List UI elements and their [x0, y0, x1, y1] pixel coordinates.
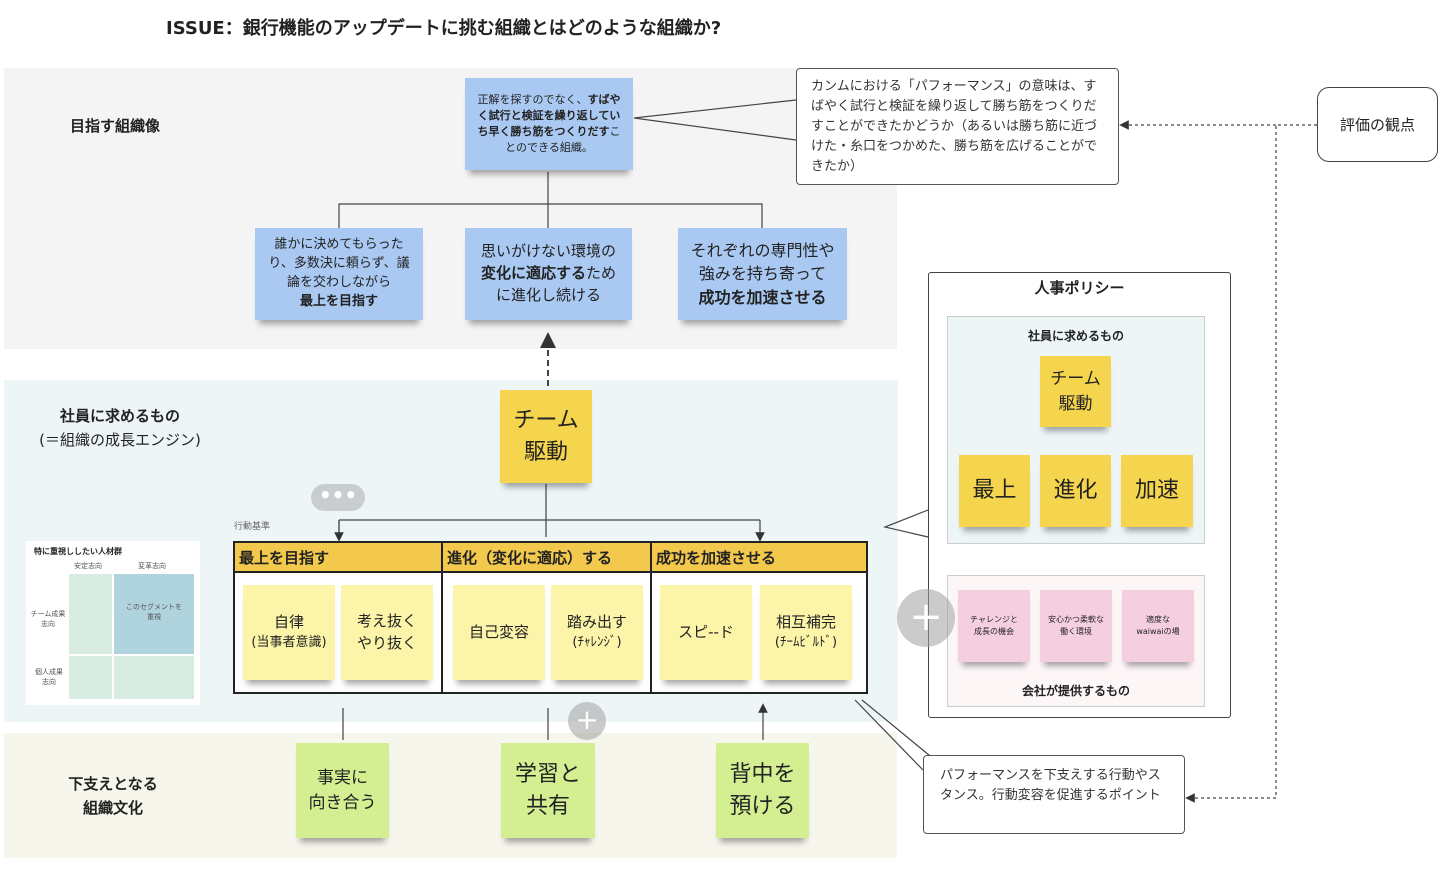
matrix-cell — [69, 574, 112, 654]
vision-post: ことのできる組織。 — [505, 125, 621, 154]
behavior-note[interactable]: 自律 (当事者意識) — [243, 585, 335, 680]
matrix-card: 特に重視ししたい人材群 安定志向 変革志向 チーム成果志向 個人成果志向 このセ… — [26, 541, 200, 705]
goal-2-pre: 思いがけない環境の — [480, 242, 616, 261]
goal-2-post: ために進化し続ける — [495, 264, 617, 304]
engine-label: 社員に求めるもの (＝組織の成長エンジン) — [20, 404, 220, 452]
behavior-arrows — [338, 484, 760, 537]
column-header-2: 進化（変化に適応）する — [443, 543, 652, 573]
culture-label-2: 組織文化 — [82, 799, 143, 817]
culture-label: 下支えとなる 組織文化 — [48, 772, 178, 820]
value-sticky[interactable]: 進化 — [1040, 455, 1111, 527]
offer-l2: 働く環境 — [1060, 627, 1092, 636]
offer-sticky[interactable]: 安心かつ柔軟な働く環境 — [1040, 590, 1112, 662]
goal-1-bold: 最上を目指す — [299, 293, 378, 309]
note-l2: (当事者意識) — [251, 634, 327, 650]
culture-l2: 共有 — [525, 793, 570, 819]
add-button[interactable]: + — [897, 589, 955, 647]
note-l1: 考え抜く — [356, 611, 417, 630]
column-header-3: 成功を加速させる — [656, 549, 777, 567]
behavior-note[interactable]: 考え抜くやり抜く — [341, 585, 433, 680]
behavior-note[interactable]: 踏み出す (ﾁｬﾚﾝｼﾞ) — [551, 585, 643, 680]
matrix-col-1: 安定志向 — [74, 562, 102, 570]
note-l1: 相互補完 — [775, 613, 836, 632]
engine-label-1: 社員に求めるもの — [59, 407, 180, 425]
team-l1: チーム — [513, 407, 579, 433]
culture-sticky-2[interactable]: 学習と共有 — [501, 743, 595, 838]
value-sticky[interactable]: 最上 — [959, 455, 1030, 527]
table-header — [235, 543, 866, 573]
note-l2: やり抜く — [356, 633, 417, 652]
value-sticky[interactable]: 加速 — [1121, 455, 1193, 527]
column-divider — [441, 573, 443, 692]
culture-callout: パフォーマンスを下支えする行動やスタンス。行動変容を促進するポイント — [923, 755, 1185, 834]
team-sticky[interactable]: チーム駆動 — [500, 390, 592, 483]
culture-callout-pointer — [854, 699, 936, 771]
evaluation-dashed-line — [1185, 124, 1317, 803]
employee-title: 社員に求めるもの — [1027, 329, 1124, 343]
culture-l1: 背中を — [729, 761, 796, 787]
page-title: ISSUE：銀行機能のアップデートに挑む組織とはどのような組織か? — [166, 18, 722, 39]
goal-sticky-1[interactable]: 誰かに決めてもらったり、多数決に頼らず、議論を交わしながら最上を目指す — [255, 228, 423, 320]
culture-sticky-1[interactable]: 事実に向き合う — [296, 743, 389, 838]
goal-3-bold: 成功を加速させる — [698, 287, 827, 307]
culture-l1: 学習と — [514, 761, 581, 787]
note-l2: (ﾁｬﾚﾝｼﾞ) — [572, 634, 622, 650]
hr-team-sticky[interactable]: チーム駆動 — [1040, 356, 1111, 427]
culture-l2: 向き合う — [308, 792, 377, 813]
offer-l1: 適度な — [1146, 615, 1170, 625]
vision-pre: 正解を探すのでなく、 — [477, 93, 588, 107]
note-l1: 踏み出す — [566, 613, 627, 632]
vision-bold: すばやく試行と検証を繰り返していち早く勝ち筋をつくりだす — [477, 93, 621, 138]
tree-line — [338, 172, 763, 228]
company-title: 会社が提供するもの — [1021, 684, 1130, 698]
hr-policy-title: 人事ポリシー — [1034, 279, 1125, 297]
team-l2: 駆動 — [523, 439, 568, 465]
evaluation-box[interactable]: 評価の観点 — [1317, 87, 1438, 162]
engine-label-2: (＝組織の成長エンジン) — [39, 431, 201, 449]
goal-sticky-3[interactable]: それぞれの専門性や強みを持ち寄って成功を加速させる — [678, 228, 847, 320]
goal-2-bold: 変化に適応する — [480, 264, 586, 283]
matrix-title: 特に重視ししたい人材群 — [34, 547, 122, 556]
culture-l2: 預ける — [729, 793, 796, 819]
vision-sticky[interactable]: 正解を探すのでなく、すばやく試行と検証を繰り返していち早く勝ち筋をつくりだすこと… — [465, 78, 633, 170]
culture-label-1: 下支えとなる — [68, 775, 158, 793]
matrix-highlight: このセグメントを重視 — [114, 574, 194, 654]
callout-pointer — [633, 99, 797, 141]
matrix-cell — [69, 656, 112, 699]
column-header-1: 最上を目指す — [235, 543, 443, 573]
goal-sticky-2[interactable]: 思いがけない環境の変化に適応するために進化し続ける — [465, 228, 632, 320]
behavior-note[interactable]: 相互補完 (ﾁｰﾑﾋﾞﾙﾄﾞ) — [760, 585, 852, 680]
matrix-col-2: 変革志向 — [138, 562, 166, 570]
matrix-row-1: チーム成果志向 — [30, 610, 66, 628]
culture-sticky-3[interactable]: 背中を預ける — [716, 743, 809, 838]
offer-l1: チャレンジと — [970, 615, 1018, 625]
offer-l2: waiwaiの場 — [1136, 627, 1180, 636]
performance-callout: カンムにおける「パフォーマンス」の意味は、すばやく試行と検証を繰り返して勝ち筋を… — [796, 68, 1119, 185]
offer-sticky[interactable]: チャレンジと成長の機会 — [958, 590, 1030, 662]
more-options-button[interactable]: ••• — [311, 484, 365, 511]
matrix-row-2: 個人成果志向 — [35, 668, 63, 686]
offer-sticky[interactable]: 適度な waiwaiの場 — [1122, 590, 1194, 662]
note-l2: (ﾁｰﾑﾋﾞﾙﾄﾞ) — [774, 634, 838, 650]
vision-label: 目指す組織像 — [69, 117, 160, 135]
goal-1-pre: 誰かに決めてもらったり、多数決に頼らず、議論を交わしながら — [268, 237, 410, 290]
hr-team-l1: チーム — [1050, 368, 1101, 389]
behavior-note[interactable]: 自己変容 — [453, 585, 545, 680]
note-l1: 自己変容 — [468, 622, 529, 641]
hr-panel-pointer — [882, 509, 929, 538]
culture-l1: 事実に — [317, 767, 368, 788]
note-l1: スピ--ド — [678, 622, 734, 641]
behavior-note[interactable]: スピ--ド — [660, 585, 752, 680]
offer-l2: 成長の機会 — [973, 627, 1014, 636]
behavior-label: 行動基準 — [234, 522, 271, 532]
culture-arrows — [342, 708, 763, 740]
hr-team-l2: 駆動 — [1058, 393, 1093, 414]
offer-l1: 安心かつ柔軟な — [1048, 615, 1104, 625]
matrix-cell — [114, 656, 194, 699]
column-divider — [650, 573, 652, 692]
add-button[interactable]: + — [568, 702, 606, 740]
goal-3-pre: それぞれの専門性や強みを持ち寄って — [690, 241, 835, 284]
note-l1: 自律 — [273, 613, 304, 632]
